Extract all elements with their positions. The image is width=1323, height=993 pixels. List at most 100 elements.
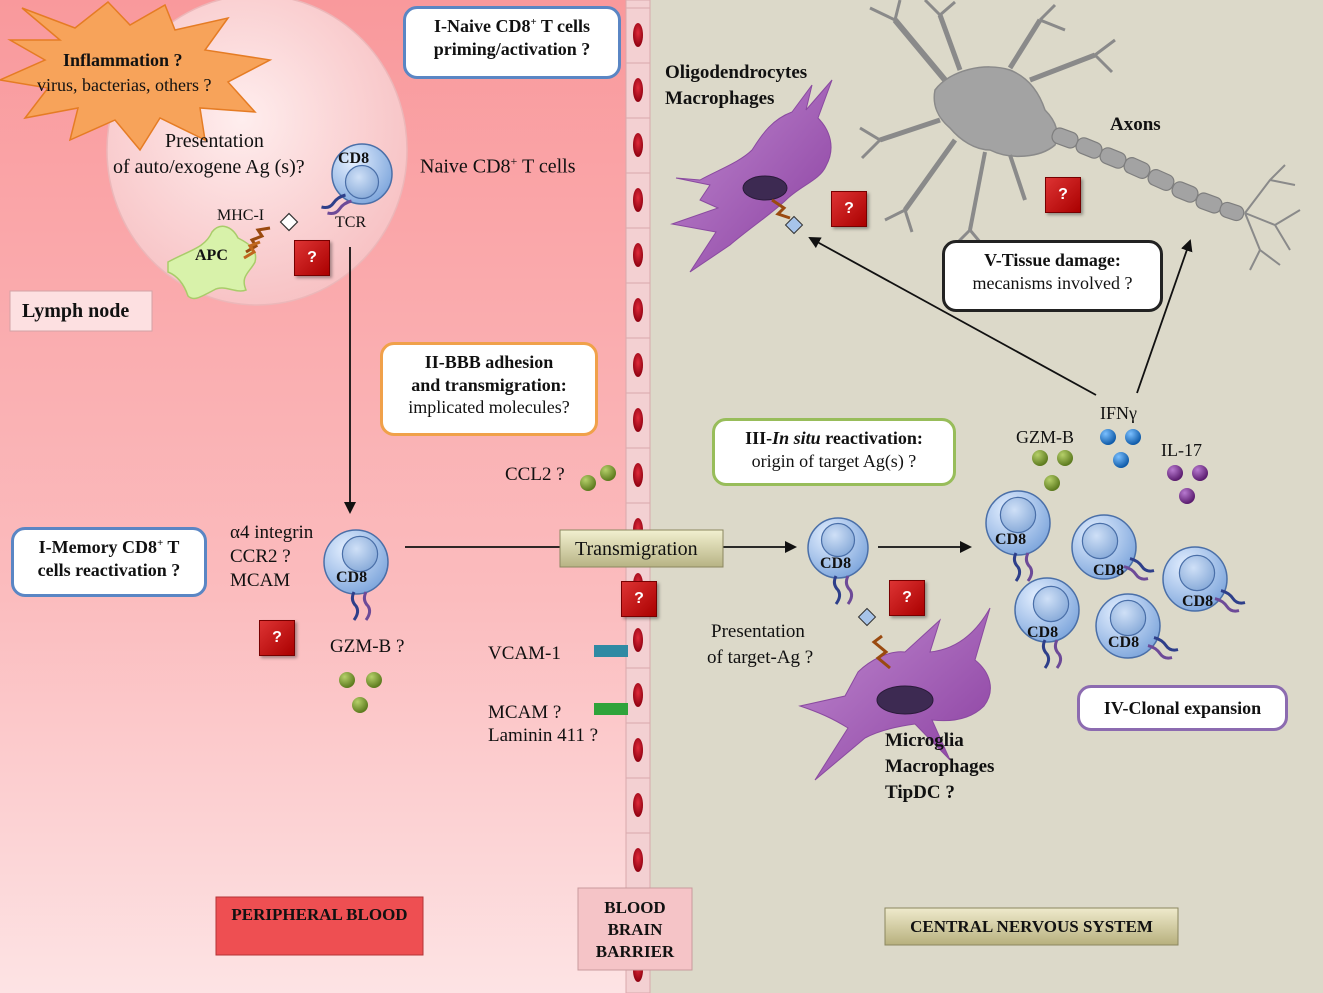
ifng-label: IFNγ: [1100, 403, 1137, 423]
cd8-t-cell: [807, 517, 869, 605]
ccl2-bead: [580, 475, 596, 491]
cd8-label: CD8: [1027, 624, 1059, 641]
il17-bead: [1167, 465, 1183, 481]
cd8-label: CD8: [1093, 562, 1125, 579]
tcr-receptor: [1123, 565, 1149, 581]
cns-footer: CENTRAL NERVOUS SYSTEM: [910, 917, 1153, 936]
il17-bead: [1192, 465, 1208, 481]
cd8-t-cell: [1071, 514, 1155, 581]
ccl2-bead: [600, 465, 616, 481]
mhc-molecule: [245, 226, 271, 254]
bbb-red-blood-cell: [633, 738, 643, 762]
gzmb-bead: [1057, 450, 1073, 466]
lymph-node-label: Lymph node: [22, 300, 130, 322]
tcr-receptor: [844, 575, 854, 605]
gzmb-bead: [1032, 450, 1048, 466]
oligodendrocytes-label: Oligodendrocytes: [665, 62, 808, 83]
cd8-label: CD8: [1108, 634, 1140, 651]
bbb-red-blood-cell: [633, 23, 643, 47]
peripheral-blood-footer-box: [215, 896, 424, 956]
inflammation-burst: [0, 0, 273, 152]
antigen-diamond: [279, 212, 299, 232]
tcr-receptor: [321, 193, 346, 209]
bbb-red-blood-cell: [633, 78, 643, 102]
mcam-q-label: MCAM ?: [488, 702, 562, 723]
tipdc-label: TipDC ?: [885, 782, 955, 803]
inflammation-title: Inflammation ?: [63, 50, 183, 70]
cd8-t-cell: [1162, 546, 1246, 613]
memory-reactivation-box: I-Memory CD8+ T cells reactivation ?: [11, 527, 207, 597]
bbb-footer-box: [577, 887, 693, 971]
bbb-red-blood-cell: [633, 793, 643, 817]
cd8-t-cell: [323, 529, 389, 621]
bbb-footer: BLOOD BRAIN BARRIER: [595, 898, 675, 962]
ccr2-label: CCR2 ?: [230, 546, 291, 567]
tcr-receptor: [327, 199, 352, 215]
naive-cd8-label: Naive CD8+ T cells: [420, 154, 576, 178]
tcr-receptor: [1147, 644, 1173, 660]
arrow-to-axons: [1136, 239, 1193, 394]
arrow-to-oligodendrocytes: [808, 237, 1097, 396]
question-mark-oligo: ?: [831, 191, 867, 227]
neuron: [859, 0, 1301, 271]
presentation-auto-line2: of auto/exogene Ag (s)?: [113, 156, 305, 178]
axons-label: Axons: [1110, 114, 1161, 135]
tcr-receptor: [1024, 552, 1034, 582]
microglia-label: Microglia: [885, 730, 964, 751]
peripheral-blood-footer: PERIPHERAL BLOOD: [231, 905, 408, 924]
cd8-label: CD8: [1182, 593, 1214, 610]
presentation-auto-line1: Presentation: [165, 130, 264, 152]
bbb-red-blood-cell: [633, 408, 643, 432]
tcr-receptor: [1220, 589, 1246, 605]
cns-footer-box: [884, 907, 1179, 946]
ifng-bead: [1125, 429, 1141, 445]
lymph-node-box: [9, 290, 153, 332]
il17-label: IL-17: [1161, 440, 1202, 460]
cd8-t-cell: [1095, 593, 1179, 660]
gzmb-bead: [1044, 475, 1060, 491]
gzmb-blood-label: GZM-B ?: [330, 636, 405, 657]
question-mark-memory: ?: [259, 620, 295, 656]
bbb-red-blood-cell: [633, 188, 643, 212]
tcr-label: TCR: [335, 214, 367, 231]
cd8-label: CD8: [995, 531, 1027, 548]
cd8-t-cell: [1014, 577, 1080, 669]
transmigration-bar: [559, 529, 724, 568]
tcr-receptor: [1214, 597, 1240, 613]
vcam-label: VCAM-1: [488, 643, 561, 664]
tcr-receptor: [1153, 636, 1179, 652]
tcr-receptor: [1129, 557, 1155, 573]
cd8-label: CD8: [338, 150, 370, 167]
question-mark-bbb: ?: [621, 581, 657, 617]
question-mark-insitu: ?: [889, 580, 925, 616]
bbb-red-blood-cell: [633, 243, 643, 267]
gzmb-cns-label: GZM-B: [1016, 427, 1074, 447]
alpha4-integrin-label: α4 integrin: [230, 522, 314, 543]
cd8-label: CD8: [336, 569, 368, 586]
bbb-red-blood-cell: [633, 848, 643, 872]
bbb-red-blood-cell: [633, 133, 643, 157]
apc-cell: [167, 225, 257, 300]
ifng-bead: [1113, 452, 1129, 468]
transmigration-label: Transmigration: [575, 538, 698, 560]
bbb-red-blood-cell: [633, 463, 643, 487]
mcam-label: MCAM: [230, 570, 291, 591]
cd8-t-cell: [321, 143, 393, 215]
gzmb-bead: [366, 672, 382, 688]
vcam-receptor: [594, 645, 628, 657]
bbb-red-blood-cell: [633, 353, 643, 377]
ccl2-label: CCL2 ?: [505, 464, 565, 485]
bbb-red-blood-cell: [633, 298, 643, 322]
il17-bead: [1179, 488, 1195, 504]
cd8-t-cell: [985, 490, 1051, 582]
mcam-receptor: [594, 703, 628, 715]
bbb-red-blood-cell: [633, 683, 643, 707]
cd8-label: CD8: [820, 555, 852, 572]
apc-label: APC: [195, 247, 228, 264]
naive-priming-box: I-Naive CD8+ T cells priming/activation …: [403, 6, 621, 79]
question-mark-lymph: ?: [294, 240, 330, 276]
tcr-receptor: [350, 591, 360, 621]
oligodendrocyte-cell: [670, 79, 833, 273]
